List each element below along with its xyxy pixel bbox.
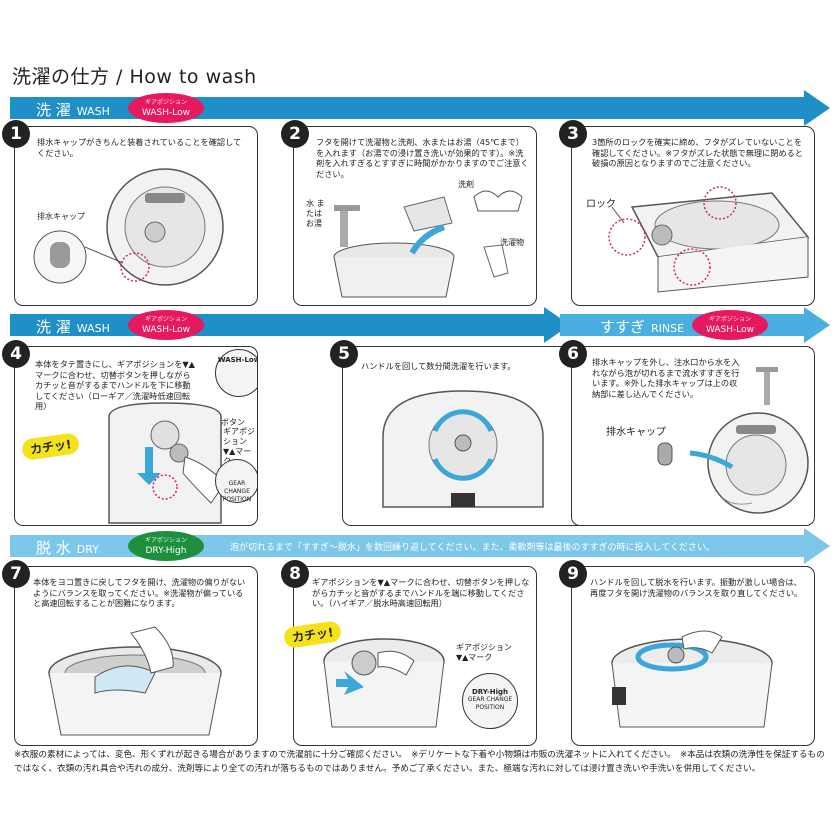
band-en-label: DRY bbox=[76, 543, 99, 556]
footer-notes: ※衣服の素材によっては、変色、形くずれが起きる場合がありますので洗濯前に十分ご確… bbox=[14, 750, 825, 774]
band-jp-label: 洗 濯 bbox=[36, 318, 71, 336]
step-2-illustration bbox=[333, 190, 523, 298]
step-6-illustration bbox=[657, 367, 809, 514]
band-en-label: WASH bbox=[76, 105, 110, 118]
step-3-panel: 3箇所のロックを確実に締め、フタがズレていないことを確認してください。※フタがズ… bbox=[571, 126, 815, 306]
step-9-text: ハンドルを回して脱水を行います。振動が激しい場合は、再度フタを開け洗濯物のバラン… bbox=[590, 577, 803, 598]
step-8-illustration bbox=[323, 638, 445, 728]
band-jp-label: 洗 濯 bbox=[36, 101, 71, 119]
step-4-illustration bbox=[108, 402, 226, 524]
step-4-number: 4 bbox=[2, 340, 30, 368]
detergent-label: 洗剤 bbox=[458, 180, 474, 189]
page-title: 洗濯の仕方 / How to wash bbox=[12, 66, 257, 88]
step-2-text: フタを開けて洗濯物と洗剤、水またはお湯（45℃まで）を入れます（お湯での浸け置き… bbox=[316, 137, 529, 179]
step-8-number: 8 bbox=[281, 560, 309, 588]
step-9-panel: ハンドルを回して脱水を行います。振動が激しい場合は、再度フタを開け洗濯物のバラン… bbox=[571, 566, 815, 746]
switch-button-label: 切替ボタン bbox=[205, 418, 245, 427]
wash-low-dial-label: WASH-Low bbox=[217, 356, 258, 364]
step-8-panel: ギアポジションを▼▲マークに合わせ、切替ボタンを押しながらカチッと音がするまでハ… bbox=[293, 566, 537, 746]
step-9-illustration bbox=[611, 630, 773, 728]
step-7-number: 7 bbox=[2, 560, 30, 588]
step-1-panel: 排水キャップがきちんと装着されていることを確認してください。 排水キャップ bbox=[14, 126, 258, 306]
step-8-text: ギアポジションを▼▲マークに合わせ、切替ボタンを押しながらカチッと音がするまでハ… bbox=[312, 577, 530, 608]
step-1-number: 1 bbox=[2, 120, 30, 148]
laundry-label: 洗濯物 bbox=[500, 238, 524, 247]
dry-high-label: DRY-High bbox=[471, 688, 508, 696]
step-5-illustration bbox=[382, 390, 544, 508]
step-1-illustration bbox=[33, 168, 224, 286]
step-7-panel: 本体をヨコ置きに戻してフタを開け、洗濯物の偏りがないようにバランスを取ってくださ… bbox=[14, 566, 258, 746]
band-wash-1: 洗 濯 WASH bbox=[10, 90, 830, 126]
step-3-illustration bbox=[608, 186, 810, 293]
step-6-number: 6 bbox=[559, 340, 587, 368]
step-5-number: 5 bbox=[330, 340, 358, 368]
drain-cap-label-6: 排水キャップ bbox=[606, 427, 666, 438]
wash-low-dial-badge: WASH-Low bbox=[215, 349, 258, 397]
gear-change-dial-badge: GEAR CHANGE POSITION bbox=[215, 459, 257, 503]
band-en-label: WASH bbox=[76, 322, 110, 335]
gear-change-label-8: GEAR CHANGE POSITION bbox=[467, 696, 513, 711]
step-7-text: 本体をヨコ置きに戻してフタを開け、洗濯物の偏りがないようにバランスを取ってくださ… bbox=[33, 577, 246, 608]
step-6-panel: 排水キャップを外し、注水口から水を入れながら泡が切れるまで流水すすぎを行います。… bbox=[571, 346, 815, 526]
band-jp-label: 脱 水 bbox=[36, 539, 71, 557]
step-9-number: 9 bbox=[559, 560, 587, 588]
step-7-illustration bbox=[48, 626, 222, 736]
step-5-panel: ハンドルを回して数分間洗濯を行います。 bbox=[342, 346, 586, 526]
step-2-number: 2 bbox=[281, 120, 309, 148]
lock-label: ロック bbox=[586, 199, 616, 210]
band-wash-2: 洗 濯 WASH bbox=[10, 307, 570, 343]
dry-note: 泡が切れるまで「すすぎ～脱水」を数回繰り返してください。また、柔軟剤等は最後のす… bbox=[230, 543, 715, 553]
drain-cap-label: 排水キャップ bbox=[37, 212, 85, 221]
gear-mark-label-8: ギアポジション ▼▲マーク bbox=[456, 643, 512, 662]
band-jp-label: すすぎ bbox=[600, 318, 646, 336]
step-4-text: 本体をタテ置きにし、ギアポジションを▼▲マークに合わせ、切替ボタンを押しながらカ… bbox=[35, 359, 195, 411]
band-en-label: RINSE bbox=[651, 322, 685, 335]
band-dry: 脱 水 DRY 泡が切れるまで「すすぎ～脱水」を数回繰り返してください。また、柔軟… bbox=[10, 528, 830, 564]
gear-change-label: GEAR CHANGE POSITION bbox=[222, 480, 252, 503]
step-3-number: 3 bbox=[559, 120, 587, 148]
step-2-panel: フタを開けて洗濯物と洗剤、水またはお湯（45℃まで）を入れます（お湯での浸け置き… bbox=[293, 126, 537, 306]
step-3-text: 3箇所のロックを確実に締め、フタがズレていないことを確認してください。※フタがズ… bbox=[592, 137, 804, 168]
water-label: 水 または お湯 bbox=[306, 199, 325, 228]
step-5-text: ハンドルを回して数分間洗濯を行います。 bbox=[361, 361, 516, 371]
step-6-text: 排水キャップを外し、注水口から水を入れながら泡が切れるまで流水すすぎを行います。… bbox=[592, 357, 740, 399]
step-1-text: 排水キャップがきちんと装着されていることを確認してください。 bbox=[37, 137, 242, 158]
